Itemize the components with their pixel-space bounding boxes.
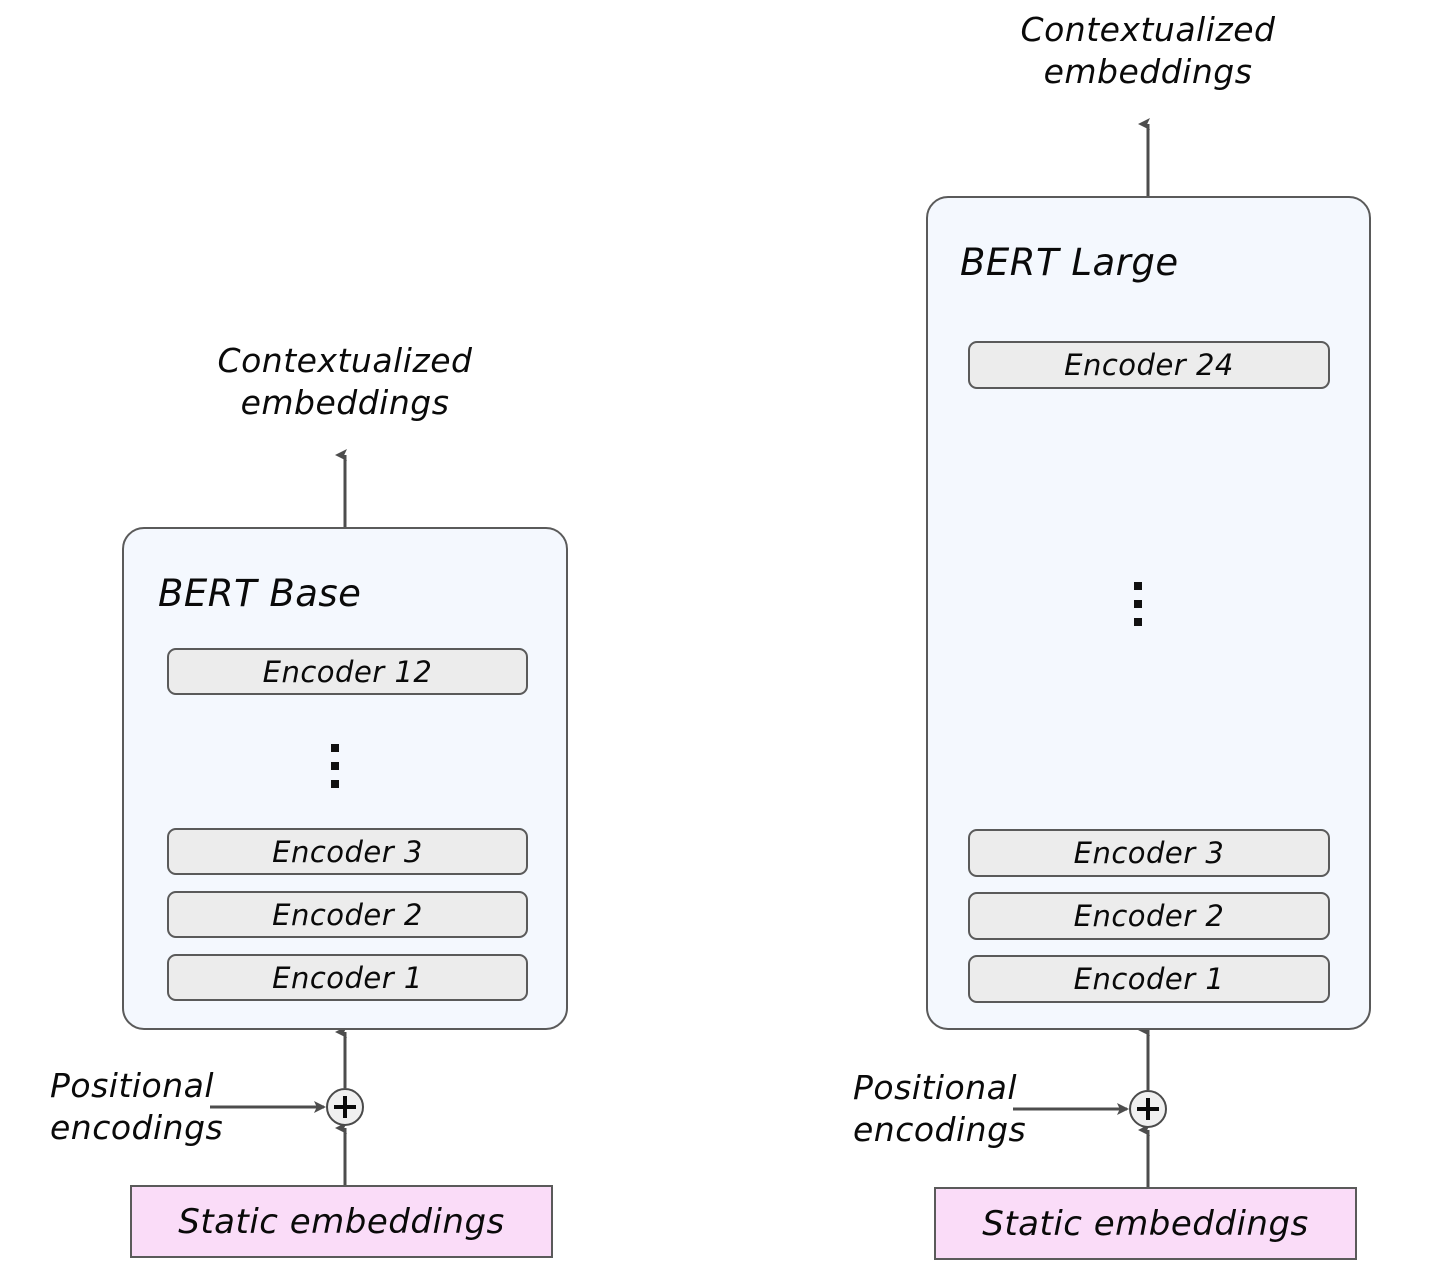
bert-large-encoder-24[interactable]: Encoder 24 [968, 341, 1330, 389]
bert-large-positional-label: Positional encodings [853, 1067, 1026, 1151]
bert-base-output-label: Contextualized embeddings [145, 340, 545, 424]
bert-large-static-embeddings[interactable]: Static embeddings [934, 1187, 1357, 1260]
bert-base-static-embeddings[interactable]: Static embeddings [130, 1185, 553, 1258]
bert-large-container[interactable] [926, 196, 1371, 1030]
bert-large-positional-label-line1: Positional [853, 1068, 1018, 1107]
bert-large-encoder-2[interactable]: Encoder 2 [968, 892, 1330, 940]
bert-large-ellipsis-icon [1134, 582, 1142, 626]
bert-base-positional-label-line2: encodings [50, 1108, 224, 1148]
bert-base-encoder-2[interactable]: Encoder 2 [167, 891, 528, 938]
bert-large-output-label-line1: Contextualized [1020, 10, 1276, 49]
bert-base-positional-label-line1: Positional [50, 1066, 215, 1105]
bert-base-encoder-3[interactable]: Encoder 3 [167, 828, 528, 875]
bert-base-ellipsis-icon [331, 744, 339, 788]
bert-base-positional-label: Positional encodings [50, 1065, 223, 1149]
bert-large-output-label-line2: embeddings [1043, 52, 1253, 92]
bert-large-merge-node[interactable] [1129, 1090, 1167, 1128]
bert-large-output-label: Contextualized embeddings [948, 9, 1348, 93]
bert-large-title: BERT Large [960, 241, 1179, 284]
bert-base-merge-node[interactable] [326, 1088, 364, 1126]
bert-large-encoder-3[interactable]: Encoder 3 [968, 829, 1330, 877]
bert-base-output-label-line2: embeddings [240, 383, 450, 423]
bert-base-encoder-1[interactable]: Encoder 1 [167, 954, 528, 1001]
bert-base-encoder-12[interactable]: Encoder 12 [167, 648, 528, 695]
bert-base-title: BERT Base [158, 572, 362, 615]
bert-base-output-label-line1: Contextualized [217, 341, 473, 380]
bert-base-container[interactable] [122, 527, 568, 1030]
bert-large-encoder-1[interactable]: Encoder 1 [968, 955, 1330, 1003]
bert-large-positional-label-line2: encodings [853, 1110, 1027, 1150]
